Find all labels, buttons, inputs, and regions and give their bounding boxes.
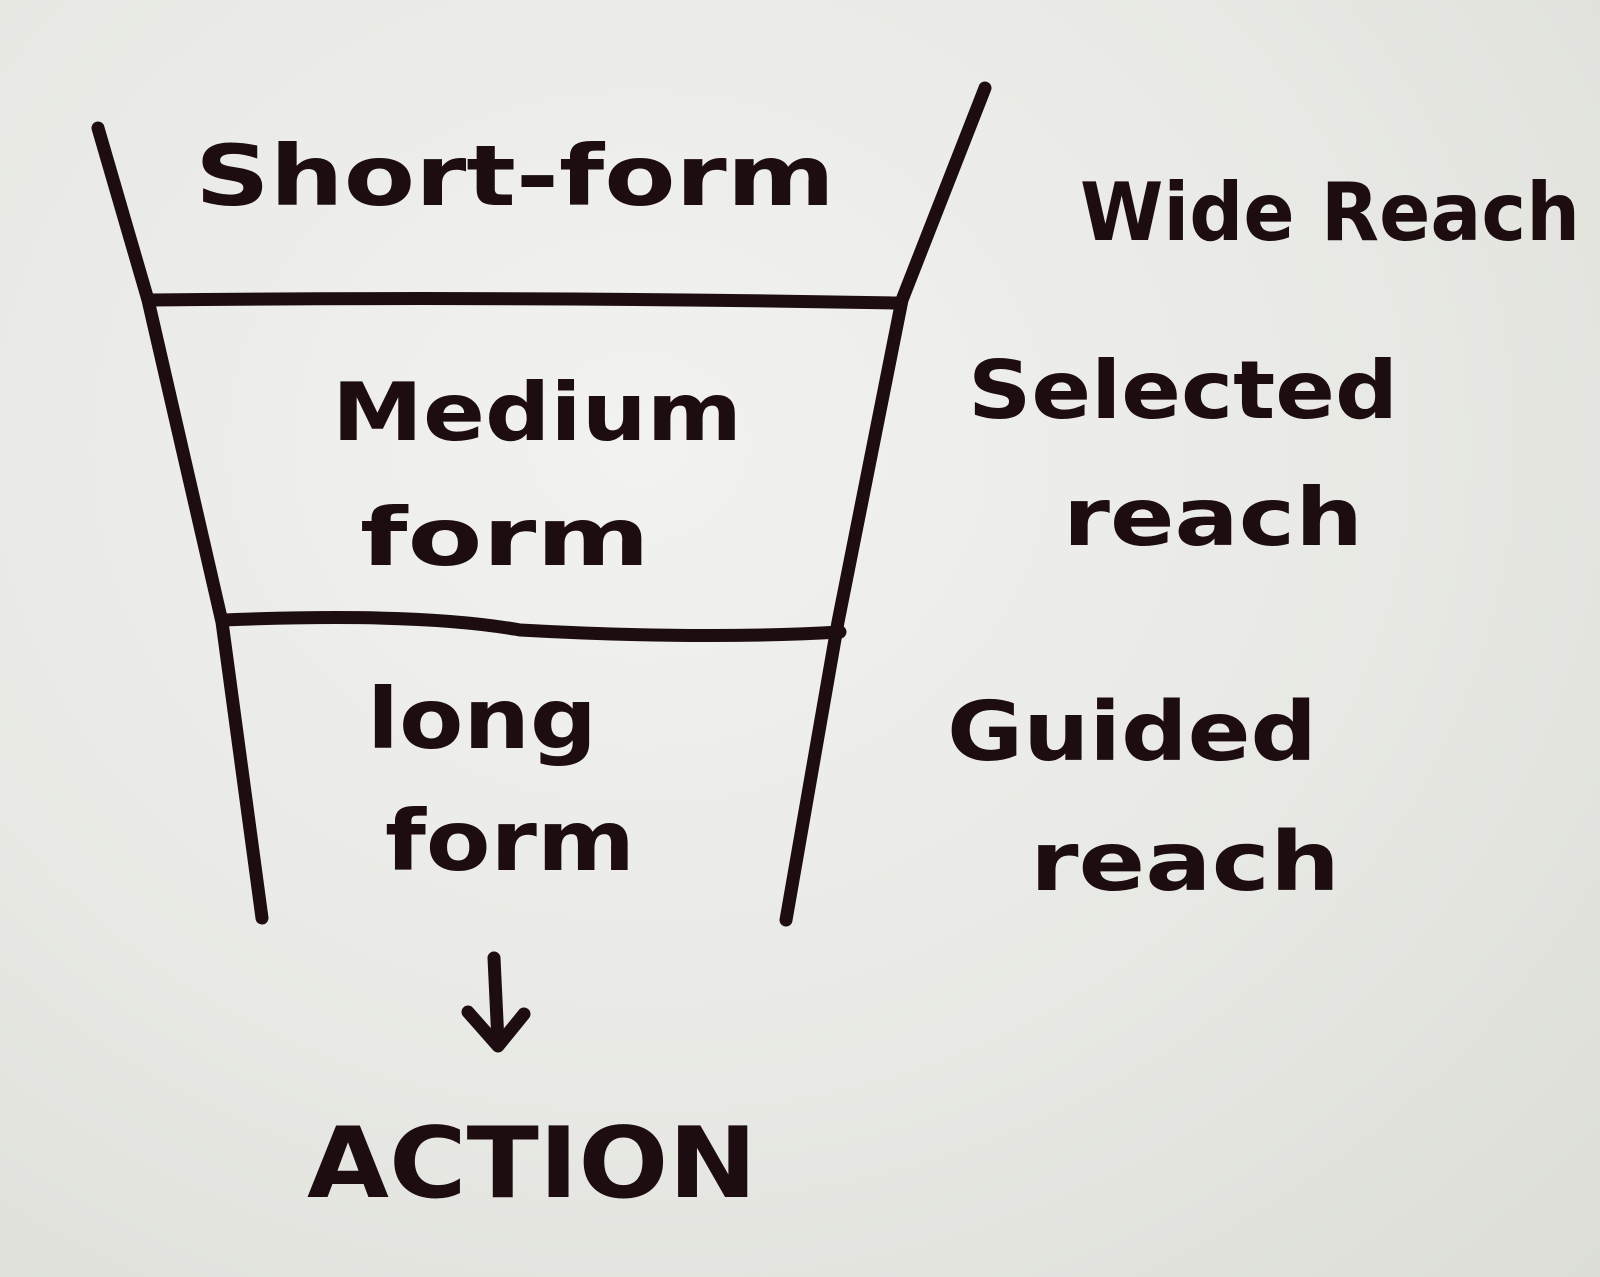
funnel-level-short-form: Short-form Wide Reach xyxy=(195,127,1580,259)
funnel-level-medium-form: Medium form Selected reach xyxy=(332,344,1398,584)
reach-label-guided-reach-line-1: Guided xyxy=(947,685,1317,780)
level-label-long-form-line-1: long xyxy=(367,670,597,768)
reach-label-guided-reach-line-2: reach xyxy=(1030,815,1340,910)
outcome-label: ACTION xyxy=(307,1107,757,1221)
funnel-left-wall xyxy=(91,121,269,925)
funnel-divider-bottom xyxy=(217,611,847,643)
level-label-long-form-line-2: form xyxy=(385,792,635,890)
reach-label-selected-reach-line-2: reach xyxy=(1063,471,1363,564)
level-label-medium-form-line-1: Medium xyxy=(332,366,742,459)
funnel-level-long-form: long form Guided reach xyxy=(367,670,1340,910)
funnel-right-wall xyxy=(779,81,992,927)
level-label-medium-form-line-2: form xyxy=(360,491,650,584)
funnel-outline xyxy=(91,81,992,927)
level-label-short-form: Short-form xyxy=(195,127,835,225)
reach-label-wide-reach: Wide Reach xyxy=(1080,166,1580,259)
reach-label-selected-reach-line-1: Selected xyxy=(968,344,1398,437)
funnel-divider-top xyxy=(145,292,903,310)
arrow-down-icon xyxy=(461,951,531,1053)
